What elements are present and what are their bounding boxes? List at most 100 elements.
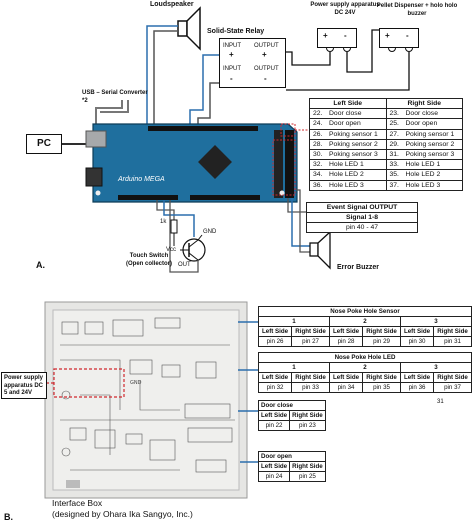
table-row: Left Side Right Side Left Side Right Sid… bbox=[257, 326, 472, 337]
door-close-title: Door close bbox=[258, 400, 326, 411]
pin-cell: pin 29 bbox=[362, 336, 401, 347]
table-row: pin 40 - 47 bbox=[306, 222, 418, 233]
pin-cell: pin 23 bbox=[289, 420, 326, 431]
table-row: 32. Hole LED 1 33. Hole LED 1 bbox=[309, 159, 463, 171]
table-row: 30. Poking sensor 3 31. Poking sensor 3 bbox=[309, 148, 463, 161]
door-open-title: Door open bbox=[258, 451, 326, 462]
power-supply-box: + - bbox=[317, 28, 357, 48]
ssr-title: Solid-State Relay bbox=[207, 28, 265, 35]
pin-cell: pin 28 bbox=[328, 336, 364, 347]
side-header: Right Side bbox=[289, 410, 326, 421]
designer-label: (designed by Ohara Ika Sangyo, Inc.) bbox=[52, 509, 193, 519]
loudspeaker-icon bbox=[177, 6, 201, 51]
ssr-output-label-top: OUTPUT bbox=[254, 43, 279, 49]
arduino-board-icon bbox=[85, 123, 298, 203]
arduino-label: Arduino MEGA bbox=[118, 176, 165, 183]
col-header-right: Right Side bbox=[385, 97, 463, 110]
ssr-output-label-bottom: OUTPUT bbox=[254, 66, 279, 72]
table-row: Signal 1-8 bbox=[306, 212, 418, 223]
group-header: 1 bbox=[258, 316, 330, 327]
table-row: Left Side Right Side bbox=[257, 461, 326, 472]
interface-box-caption: Interface Box (designed by Ohara Ika San… bbox=[52, 498, 193, 520]
side-header: Right Side bbox=[433, 326, 472, 337]
side-header: Right Side bbox=[362, 326, 401, 337]
pin-num: 31. bbox=[385, 148, 403, 161]
table-row: 36. Hole LED 3 37. Hole LED 3 bbox=[309, 179, 463, 191]
ssr-input-label-bottom: INPUT bbox=[223, 66, 241, 72]
ssr-output-minus: - bbox=[264, 74, 267, 83]
pin-cell: pin 30 bbox=[399, 336, 435, 347]
pin-num: 34. bbox=[309, 169, 326, 181]
pin-cell: pin 24 bbox=[257, 471, 291, 482]
pin-cell: pin 34 bbox=[328, 382, 364, 393]
pellet-dispenser-box: + - bbox=[379, 28, 419, 48]
table-row: Nose Poke Hole LED bbox=[258, 352, 472, 363]
pin-cell: pin 36 bbox=[399, 382, 435, 393]
pin-func: Poking sensor 1 bbox=[402, 128, 463, 140]
group-header: 1 bbox=[258, 362, 330, 373]
pin-func: Door close bbox=[326, 108, 387, 120]
pin-func: Door open bbox=[402, 118, 463, 130]
pin-num: 27. bbox=[385, 128, 403, 140]
pin-num: 36. bbox=[309, 179, 326, 191]
side-header: Left Side bbox=[328, 326, 364, 337]
table-row: Door open bbox=[258, 451, 326, 462]
side-header: Left Side bbox=[328, 372, 364, 383]
side-header: Left Side bbox=[257, 326, 293, 337]
loudspeaker-label: Loudspeaker bbox=[150, 1, 194, 8]
event-subtitle: Signal 1-8 bbox=[306, 212, 418, 223]
pin-cell: pin 26 bbox=[257, 336, 293, 347]
pellet-dispenser-label: Pellet Dispenser + holo holo buzzer bbox=[376, 3, 458, 17]
group-header: 3 bbox=[399, 362, 473, 373]
table-row: 24. Door open 25. Door open bbox=[309, 118, 463, 130]
side-header: Left Side bbox=[257, 410, 291, 421]
side-header: Right Side bbox=[362, 372, 401, 383]
pin-num: 23. bbox=[385, 108, 403, 120]
pin-num: 35. bbox=[385, 169, 403, 181]
power-supply-label: Power supply apparatus DC 24V bbox=[310, 2, 380, 16]
pin-cell: pin 22 bbox=[257, 420, 291, 431]
pin-func: Hole LED 3 bbox=[402, 179, 463, 191]
panel-a-label: A. bbox=[36, 260, 45, 270]
pin-func: Hole LED 1 bbox=[402, 159, 463, 171]
pc-box: PC bbox=[26, 134, 62, 154]
pin-cell: pin 31 bbox=[433, 336, 472, 347]
pin-cell: pin 37 bbox=[433, 382, 472, 393]
table-row: pin 22 pin 23 bbox=[257, 420, 326, 431]
error-buzzer-icon bbox=[309, 230, 331, 270]
pin-num: 26. bbox=[309, 128, 326, 140]
table-row: 28. Poking sensor 2 29. Poking sensor 2 bbox=[309, 138, 463, 150]
table-row: 26. Poking sensor 1 27. Poking sensor 1 bbox=[309, 128, 463, 140]
pin-func: Poking sensor 3 bbox=[402, 148, 463, 161]
solid-state-relay-box: INPUT OUTPUT + + INPUT OUTPUT - - bbox=[219, 38, 286, 88]
touch-switch-label: Touch Switch (Open collector) bbox=[125, 253, 172, 267]
table-row: 22. Door close 23. Door close bbox=[309, 108, 463, 120]
gnd-label-b: GND bbox=[130, 380, 142, 386]
pin-cell: pin 32 bbox=[257, 382, 293, 393]
side-header: Right Side bbox=[433, 372, 472, 383]
interface-box-photo: GND bbox=[44, 301, 248, 499]
power-minus: - bbox=[344, 31, 347, 40]
power-supply-b-box: Power supply apparatus DC 5 and 24V bbox=[1, 372, 47, 399]
table-row: Nose Poke Hole Sensor bbox=[258, 306, 472, 317]
side-header: Right Side bbox=[291, 372, 330, 383]
margin-number: 31 bbox=[437, 399, 444, 405]
table-row: 1 2 3 bbox=[258, 316, 473, 327]
side-header: Left Side bbox=[257, 461, 291, 472]
group-header: 2 bbox=[328, 316, 401, 327]
interface-box-label: Interface Box bbox=[52, 498, 103, 508]
table-row: 34. Hole LED 2 35. Hole LED 2 bbox=[309, 169, 463, 181]
power-plus: + bbox=[323, 31, 328, 40]
group-header: 3 bbox=[399, 316, 473, 327]
gnd-label-a: GND bbox=[203, 229, 217, 235]
sensor-title: Nose Poke Hole Sensor bbox=[258, 306, 472, 317]
error-buzzer-label: Error Buzzer bbox=[337, 264, 380, 271]
group-header: 2 bbox=[328, 362, 401, 373]
pin-num: 22. bbox=[309, 108, 326, 120]
ssr-output-plus: + bbox=[262, 50, 267, 59]
ssr-input-label-top: INPUT bbox=[223, 43, 241, 49]
pin-num: 30. bbox=[309, 148, 326, 161]
side-header: Left Side bbox=[257, 372, 293, 383]
pin-func: Hole LED 3 bbox=[326, 179, 387, 191]
